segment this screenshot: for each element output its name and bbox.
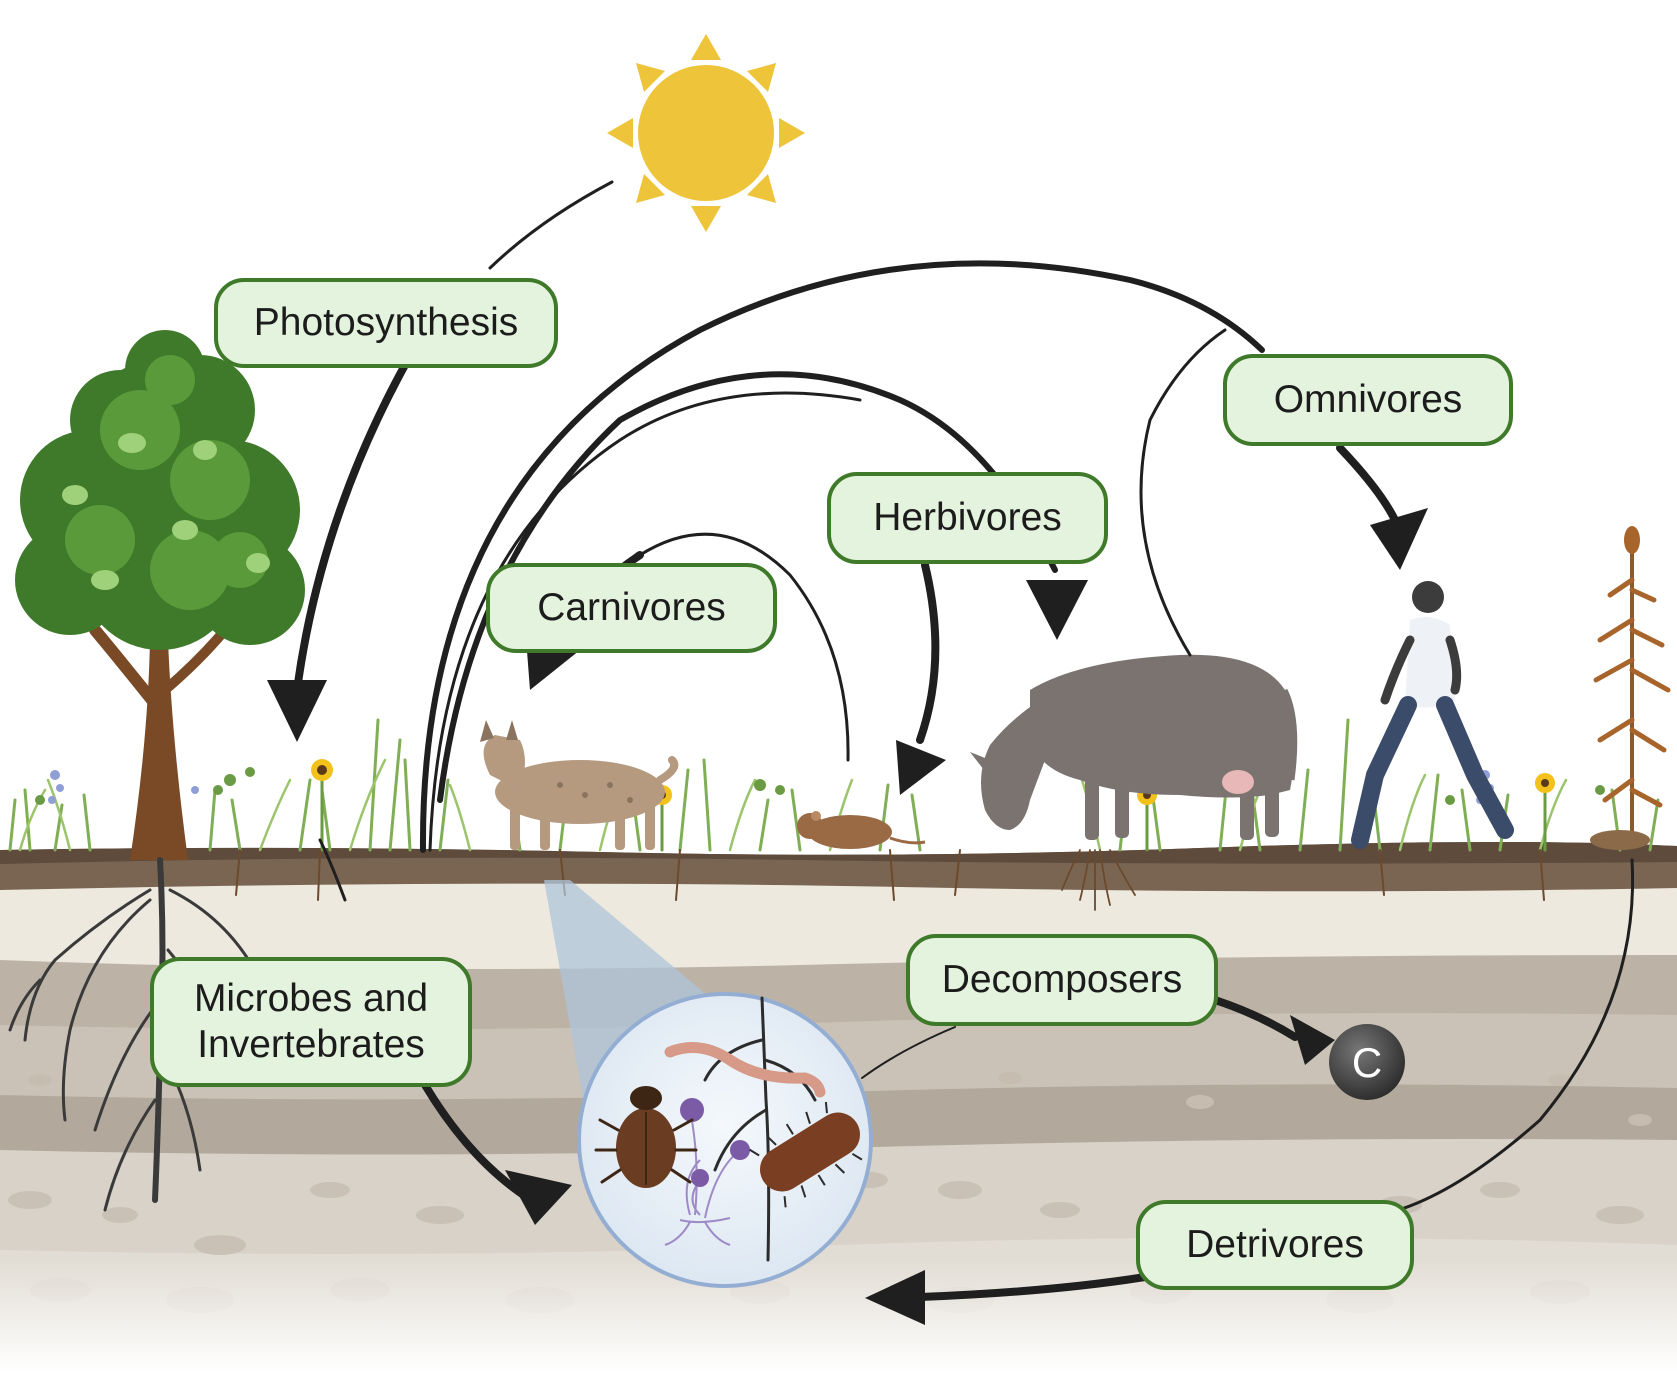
topsoil [0,841,1677,892]
human-icon [1351,581,1514,849]
arrow-photosynthesis-to-plants [293,361,409,694]
label-decomposers: Decomposers [906,934,1218,1026]
label-detrivores: Detrivores [1136,1200,1414,1290]
label-microbes-line1: Microbes and [193,977,429,1020]
sun-icon [607,34,805,232]
arrow-omnivores-to-human [1336,444,1399,524]
label-microbes-invertebrates: Microbes and Invertebrates [150,957,472,1087]
rodent-icon [797,811,926,849]
label-carnivores: Carnivores [486,563,777,653]
cow-grass-roots [1061,849,1136,911]
bacteria-icon [749,1101,863,1208]
label-herbivores: Herbivores [827,472,1108,564]
arrow-omnivores-arc [419,260,1265,853]
arrow-deadplant-to-detrivores [1378,858,1635,1217]
label-microbes-line2: Invertebrates [197,1023,425,1066]
carbon-symbol: C [1352,1039,1382,1086]
arrow-sun-to-photosynthesis [488,180,614,270]
arrow-detrivores-to-soil [916,1273,1149,1301]
label-omnivores: Omnivores [1223,354,1513,446]
carbon-atom-icon: C [1329,1024,1405,1100]
cow-icon [970,654,1298,840]
lynx-icon [480,720,679,850]
worm-icon [664,1042,826,1098]
beetle-icon [594,1086,698,1188]
magnified-soil-life [577,992,873,1288]
arrow-decomposers-to-carbon [1211,996,1299,1041]
arrow-herbivores-to-rodent [916,561,940,744]
arrow-cow-to-omnivores [1139,328,1227,657]
fungi-icon [664,1098,750,1246]
arrow-carnivores-arc [638,532,850,762]
dead-plant-icon [1590,526,1671,850]
label-photosynthesis: Photosynthesis [214,278,558,368]
tree-icon [8,330,305,1212]
arrow-microbes-to-soil [318,838,347,902]
